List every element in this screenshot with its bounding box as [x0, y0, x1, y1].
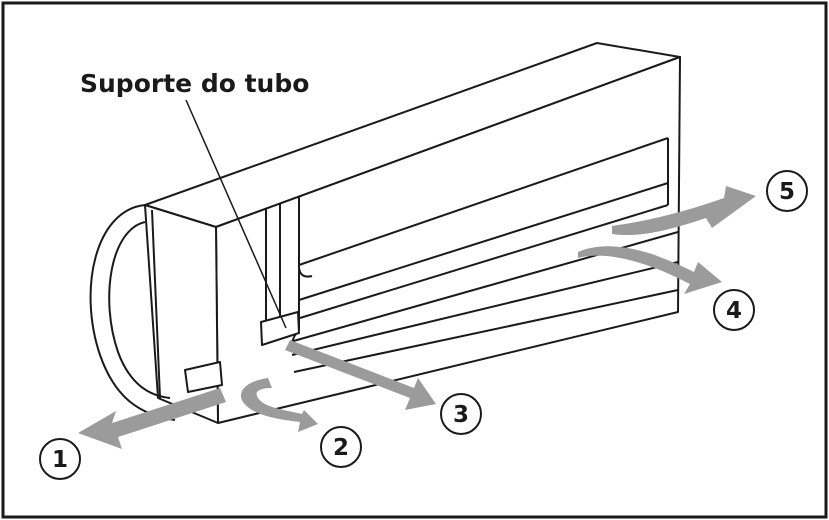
arrow-5 — [612, 186, 756, 236]
marker-4-label: 4 — [726, 298, 742, 324]
marker-5: 5 — [766, 170, 808, 212]
marker-3: 3 — [440, 393, 482, 435]
callout-leader-line — [185, 99, 287, 329]
marker-4: 4 — [713, 289, 755, 331]
marker-5-label: 5 — [779, 179, 795, 205]
arrow-1 — [78, 388, 226, 449]
ac-unit — [89, 42, 681, 424]
marker-2-label: 2 — [333, 435, 349, 461]
arrow-2 — [240, 378, 318, 432]
marker-3-label: 3 — [453, 402, 469, 428]
marker-1: 1 — [39, 438, 81, 480]
pipe-direction-arrows — [78, 186, 756, 449]
arrow-4 — [578, 246, 722, 294]
marker-2: 2 — [320, 426, 362, 468]
arrow-3 — [285, 340, 436, 410]
marker-1-label: 1 — [52, 447, 68, 473]
callout-label: Suporte do tubo — [80, 69, 309, 98]
